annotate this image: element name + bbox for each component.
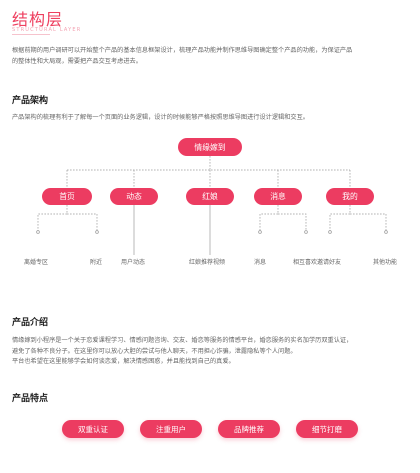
branch-node-matchmaker: 红娘 — [186, 188, 234, 205]
branch-node-moments: 动态 — [110, 188, 158, 205]
architecture-title: 产品架构 — [12, 96, 49, 106]
leaf-connector-mine — [329, 205, 387, 232]
leaf-label: 邀请好友 — [317, 259, 342, 266]
leaf-label: 离婚专区 — [24, 259, 49, 266]
feature-badge-user-focus: 注重用户 — [140, 420, 202, 438]
leaf-label: 消息 — [254, 259, 267, 266]
intro-line: 的整体性和大局观，需要把产品交互考虑进去。 — [12, 57, 142, 65]
leaf-dot — [36, 230, 40, 234]
leaf-label: 其他功能 — [373, 259, 398, 266]
features-title: 产品特点 — [12, 394, 49, 404]
feature-badge-detail-polish: 细节打磨 — [296, 420, 358, 438]
leaf-label: 用户动态 — [121, 259, 146, 266]
leaf-dot — [95, 230, 99, 234]
leaf-label: 红娘推荐视频 — [189, 259, 226, 266]
leaf-dot — [258, 230, 262, 234]
leaf-dot — [384, 230, 388, 234]
branch-drop — [66, 170, 351, 188]
leaf-dot — [328, 230, 332, 234]
branch-node-home: 首页 — [42, 188, 92, 205]
intro-paragraph: 根据前期的用户调研可以开始整个产品的基本信息框架设计，梳理产品功能并制作思维导图… — [12, 46, 410, 67]
leaf-label: 相互喜欢 — [293, 259, 318, 266]
root-node: 情缘嫁到 — [178, 138, 242, 156]
product-intro-line: 平台也希望在这里能够学会如何谈恋爱，解决情感困惑，并且能找到自己的真爱。 — [12, 358, 235, 365]
leaf-label: 附近 — [90, 259, 103, 266]
product-intro-line: 避免了各种不良分子。在这里你可以放心大胆的尝试与他人聊天，不用担心诈骗，泄露隐私… — [12, 347, 297, 355]
title-divider — [12, 34, 50, 35]
leaf-connector-messages — [259, 205, 307, 232]
page-subtitle: STRUCTURAL LAYER — [12, 27, 82, 33]
leaf-dot — [304, 230, 308, 234]
product-intro-title: 产品介绍 — [12, 318, 49, 328]
page-title: 结构层 — [12, 10, 64, 29]
product-intro-paragraph: 情缘嫁到小程序是一个关于恋爱课程学习、情感问题咨询、交友、婚恋等服务的情感平台，… — [12, 336, 410, 368]
feature-badge-brand-recommend: 品牌推荐 — [218, 420, 280, 438]
leaf-connector-home — [37, 205, 98, 232]
intro-line: 根据前期的用户调研可以开始整个产品的基本信息框架设计，梳理产品功能并制作思维导图… — [12, 47, 353, 54]
product-intro-line: 情缘嫁到小程序是一个关于恋爱课程学习、情感问题咨询、交友、婚恋等服务的情感平台，… — [12, 337, 353, 344]
feature-badge-dual-verification: 双重认证 — [62, 420, 124, 438]
branch-node-messages: 消息 — [254, 188, 302, 205]
branch-node-mine: 我的 — [326, 188, 374, 205]
architecture-description: 产品架构的梳理有利于了解每一个页面的业务逻辑，设计的时候能够严格按照思维导图进行… — [12, 114, 309, 121]
